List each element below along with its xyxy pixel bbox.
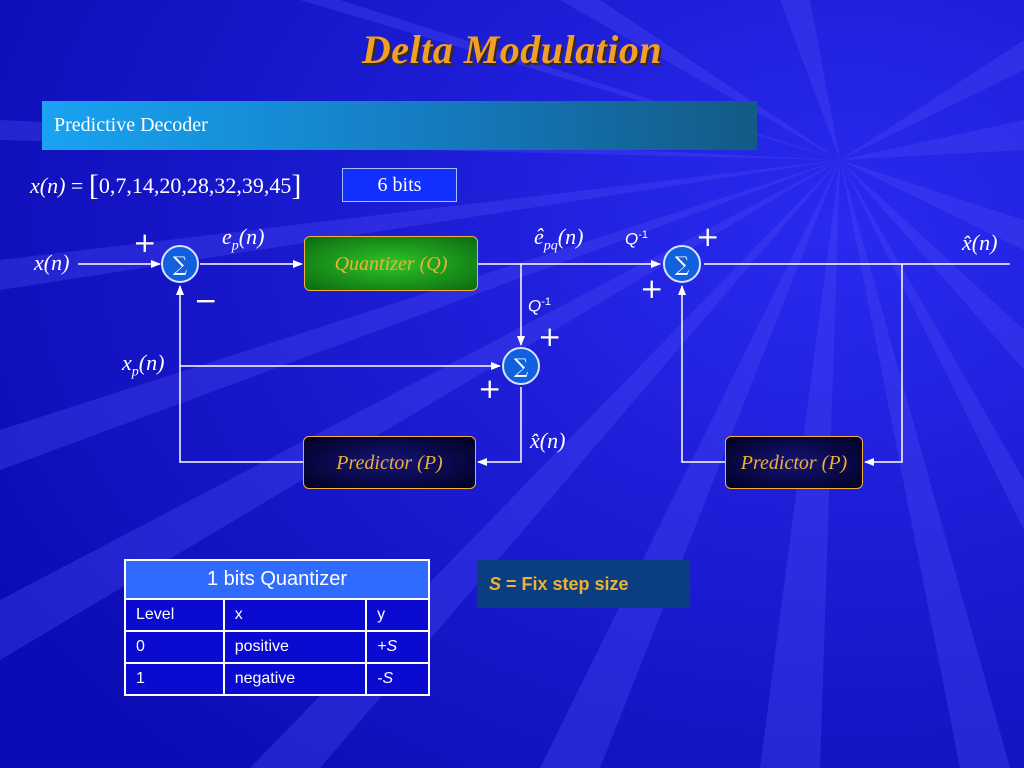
step-symbol: S xyxy=(489,574,502,594)
table-header-cell: x xyxy=(222,598,368,632)
quantizer-block: Quantizer (Q) xyxy=(304,236,478,291)
table-header-row: Level x y xyxy=(124,598,430,632)
qinv-exp: -1 xyxy=(541,296,552,308)
quantized-error-label: êpq(n) xyxy=(534,224,583,254)
wire-predictor2-to-sum3 xyxy=(678,285,725,463)
left-bracket: [ xyxy=(88,169,99,202)
qerr-sub: pq xyxy=(543,238,558,254)
pred-sub: p xyxy=(131,364,139,380)
step-text: = Fix step size xyxy=(501,574,629,594)
table-cell: positive xyxy=(222,630,368,664)
qinv-exp: -1 xyxy=(638,229,649,241)
sequence-values: 0,7,14,20,28,32,39,45 xyxy=(98,173,292,198)
wire-sum2-to-predictor1 xyxy=(477,387,522,466)
encoder-predictor-block: Predictor (P) xyxy=(303,436,476,489)
predicted-signal-label: xp(n) xyxy=(122,350,164,380)
sequence-lhs: x(n) xyxy=(30,173,66,198)
pred-var: x xyxy=(122,350,132,375)
plus-sign-sum1-input: + xyxy=(133,226,157,259)
table-row: 1 negative -S xyxy=(124,662,430,696)
table-cell: +S xyxy=(365,630,430,664)
input-signal-label: x(n) xyxy=(34,250,70,275)
pred-arg: (n) xyxy=(138,350,165,375)
error-var: e xyxy=(222,224,232,249)
qinv-q: Q xyxy=(528,296,542,316)
slide-title: Delta Modulation xyxy=(361,27,663,72)
plus-sign-sum2-top: + xyxy=(538,320,562,353)
table-header-cell: y xyxy=(365,598,430,632)
qinv-q: Q xyxy=(625,229,639,249)
summing-junction-3: ∑ xyxy=(663,245,701,283)
wire-predictor1-to-sum1 xyxy=(176,285,303,463)
summing-junction-2: ∑ xyxy=(502,347,540,385)
inverse-quantizer-label-encoder: Q-1 xyxy=(528,296,551,317)
subtitle-text: Predictive Decoder xyxy=(54,114,208,136)
table-header-cell: Level xyxy=(124,598,225,632)
prediction-error-label: ep(n) xyxy=(222,224,264,254)
table-cell: 1 xyxy=(124,662,225,696)
inverse-quantizer-label-decoder: Q-1 xyxy=(625,229,648,250)
table-cell: negative xyxy=(222,662,368,696)
error-arg: (n) xyxy=(238,224,265,249)
plus-sign-sum2-left: + xyxy=(478,372,502,405)
table-row: 0 positive +S xyxy=(124,630,430,664)
reconstructed-signal-label: x̂(n) xyxy=(530,428,566,453)
bits-box: 6 bits xyxy=(342,168,457,202)
qerr-arg: (n) xyxy=(557,224,584,249)
table-cell: -S xyxy=(365,662,430,696)
wire-quantizer-to-sum2 xyxy=(478,263,525,346)
summing-junction-1: ∑ xyxy=(161,245,199,283)
qerr-var: ê xyxy=(534,224,544,249)
output-signal-label: x̂(n) xyxy=(962,230,998,255)
plus-sign-sum3-bottom: + xyxy=(640,272,664,305)
plus-sign-sum3-top: + xyxy=(696,220,720,253)
table-title: 1 bits Quantizer xyxy=(124,559,430,600)
step-size-note: S = Fix step size xyxy=(477,560,690,608)
input-sequence: x(n) = [0,7,14,20,28,32,39,45] xyxy=(30,169,301,203)
table-title-row: 1 bits Quantizer xyxy=(124,559,430,600)
right-bracket: ] xyxy=(291,169,302,202)
subtitle-bar: Predictive Decoder xyxy=(42,101,757,150)
error-sub: p xyxy=(231,238,239,254)
table-cell: 0 xyxy=(124,630,225,664)
decoder-predictor-block: Predictor (P) xyxy=(725,436,863,489)
wire-output-to-predictor2 xyxy=(864,264,903,466)
sequence-equals: = xyxy=(70,173,84,198)
quantizer-table: 1 bits Quantizer Level x y 0 positive +S… xyxy=(124,559,430,696)
minus-sign-sum1-feedback: − xyxy=(194,284,218,317)
